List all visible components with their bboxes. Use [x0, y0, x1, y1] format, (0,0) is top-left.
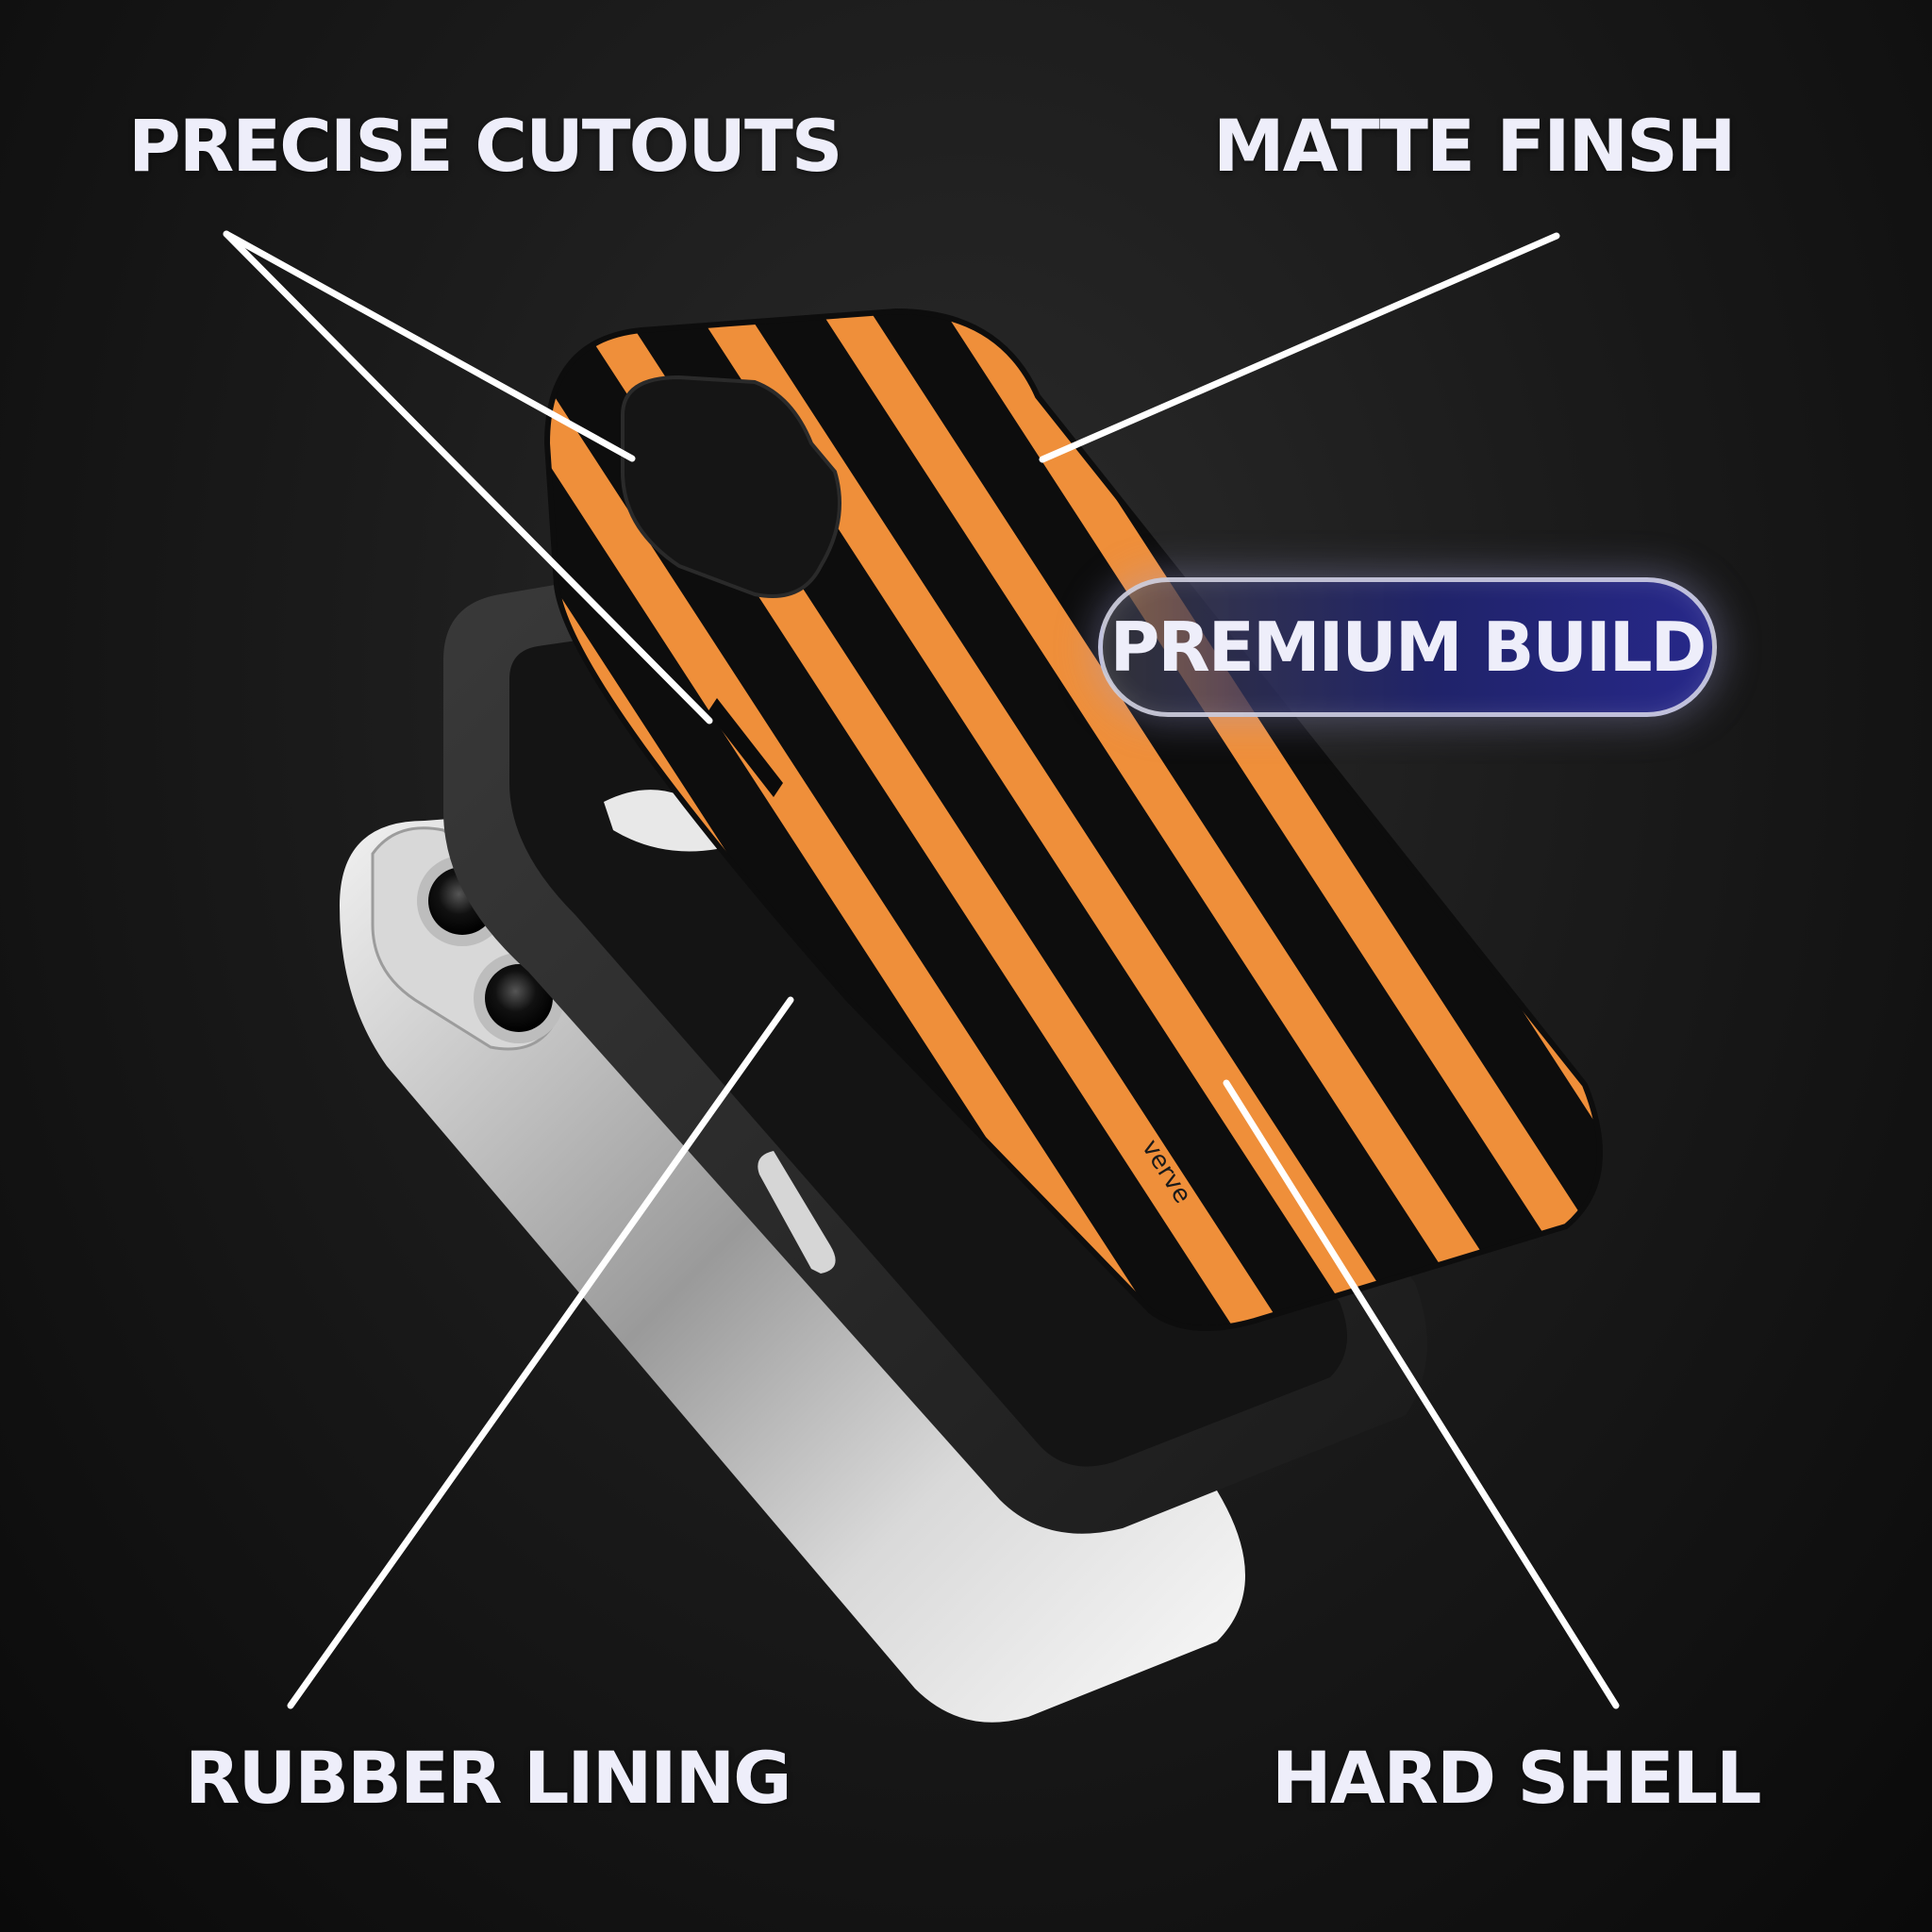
callout-line-rubber: [287, 996, 794, 1709]
callout-line-hard: [1223, 1079, 1620, 1709]
hard-shell-case: [543, 308, 1603, 1331]
callout-line-cutouts-b: [223, 230, 713, 724]
callout-line-cutouts-a: [223, 230, 636, 462]
callout-line-matte: [1039, 232, 1560, 463]
callout-matte-finish: MATTE FINSH: [1213, 104, 1736, 188]
callout-precise-cutouts: PRECISE CUTOUTS: [128, 104, 843, 188]
callout-lines: [223, 230, 1620, 1709]
callout-hard-shell: HARD SHELL: [1272, 1736, 1762, 1820]
callout-rubber-lining: RUBBER LINING: [185, 1736, 792, 1820]
premium-build-label: PREMIUM BUILD: [1109, 608, 1707, 687]
premium-build-badge: PREMIUM BUILD: [1098, 577, 1717, 717]
